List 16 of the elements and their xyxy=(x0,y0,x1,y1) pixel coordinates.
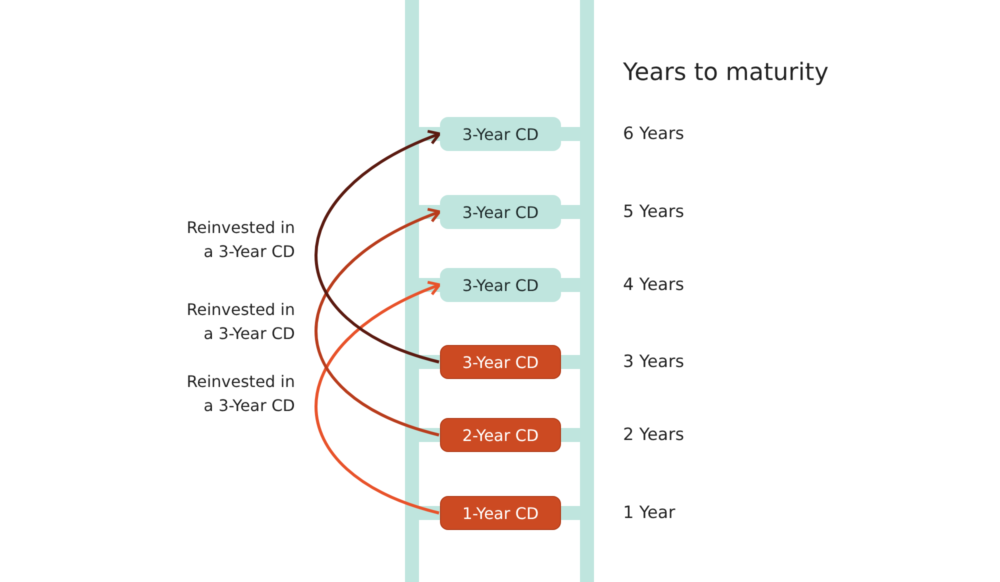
maturity-label: 4 Years xyxy=(623,275,684,295)
cd-rung-label: 3-Year CD xyxy=(440,345,561,379)
cd-rung-label: 3-Year CD xyxy=(440,195,561,229)
maturity-label: 5 Years xyxy=(623,202,684,222)
curved-arrow xyxy=(314,209,440,436)
cd-rung-label: 1-Year CD xyxy=(440,496,561,530)
column-heading: Years to maturity xyxy=(623,58,829,86)
curved-arrow xyxy=(314,282,440,514)
maturity-label: 1 Year xyxy=(623,503,676,523)
cd-rung-label: 3-Year CD xyxy=(440,117,561,151)
cd-rung-label: 3-Year CD xyxy=(440,268,561,302)
maturity-label: 6 Years xyxy=(623,124,684,144)
curved-arrow xyxy=(314,131,440,364)
cd-rung-label: 2-Year CD xyxy=(440,418,561,452)
maturity-label: 2 Years xyxy=(623,425,684,445)
maturity-label: 3 Years xyxy=(623,352,684,372)
